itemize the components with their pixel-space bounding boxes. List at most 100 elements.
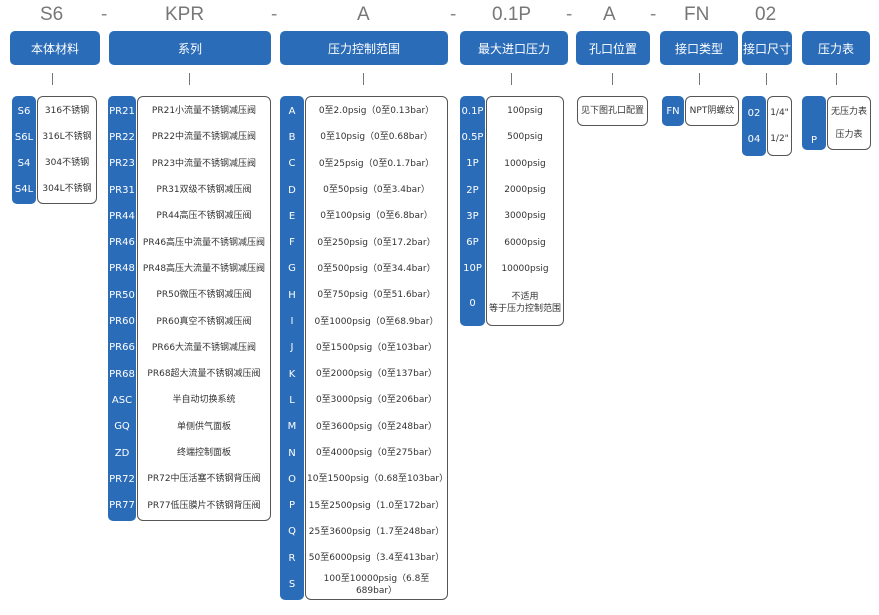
port_type-code-bar xyxy=(662,96,684,126)
port_size-desc: 1/2" xyxy=(770,134,789,144)
max_inlet-desc: 不适用 等于压力控制范围 xyxy=(488,292,561,315)
pressure_range-code[interactable]: R xyxy=(288,552,296,564)
series-desc: PR48高压大流量不锈钢减压阀 xyxy=(142,263,266,274)
gauge-desc-box xyxy=(827,96,871,150)
connector-tick xyxy=(699,73,700,85)
pressure_range-code[interactable]: G xyxy=(288,263,296,275)
pressure_range-code[interactable]: J xyxy=(290,342,294,354)
code-dash: - xyxy=(450,4,457,25)
series-code[interactable]: PR23 xyxy=(109,158,135,170)
max_inlet-desc: 6000psig xyxy=(504,237,546,248)
port_type-code[interactable]: FN xyxy=(666,105,680,117)
connector-tick xyxy=(52,73,53,85)
pressure_range-code[interactable]: F xyxy=(289,237,295,249)
max_inlet-code[interactable]: 0.1P xyxy=(461,105,484,117)
pressure_range-code[interactable]: I xyxy=(290,316,294,328)
pressure_range-code[interactable]: Q xyxy=(288,526,296,538)
pressure_range-desc: 0至1000psig（0至68.9bar） xyxy=(314,316,439,327)
series-desc: PR46高压中流量不锈钢减压阀 xyxy=(142,237,266,248)
code-porttype: FN xyxy=(684,4,710,25)
pressure_range-code[interactable]: S xyxy=(288,579,296,591)
series-code[interactable]: ASC xyxy=(111,394,133,406)
series-desc: PR68超大流量不锈钢减压阀 xyxy=(147,369,261,380)
material-code[interactable]: S6L xyxy=(14,131,34,143)
series-code[interactable]: PR50 xyxy=(109,289,135,301)
series-code[interactable]: GQ xyxy=(114,421,130,433)
max_inlet-code-bar xyxy=(460,96,485,327)
pressure_range-code[interactable]: L xyxy=(289,394,295,406)
port_size-desc-box xyxy=(767,96,792,156)
header-position: 孔口位置 xyxy=(576,31,650,65)
series-desc: PR77低压膜片不锈钢背压阀 xyxy=(147,500,261,511)
material-desc: 316不锈钢 xyxy=(44,106,90,116)
series-code[interactable]: PR31 xyxy=(109,184,135,196)
max_inlet-desc: 3000psig xyxy=(504,211,546,222)
connector-tick xyxy=(766,73,767,85)
port_size-code[interactable]: 02 xyxy=(747,107,761,119)
pressure_range-code[interactable]: D xyxy=(288,184,296,196)
material-code[interactable]: S4L xyxy=(14,183,34,195)
pressure_range-code[interactable]: H xyxy=(288,289,296,301)
max_inlet-desc: 1000psig xyxy=(504,158,546,169)
code-material: S6 xyxy=(40,4,64,25)
max_inlet-code[interactable]: 0.5P xyxy=(461,131,484,143)
series-code[interactable]: PR44 xyxy=(109,210,135,222)
max_inlet-code[interactable]: 10P xyxy=(463,263,482,275)
series-desc: PR66大流量不锈钢减压阀 xyxy=(151,342,257,353)
header-porttype: 接口类型 xyxy=(660,31,738,65)
pressure_range-desc: 0至3600psig（0至248bar） xyxy=(315,421,438,432)
max_inlet-code[interactable]: 6P xyxy=(466,237,479,249)
material-desc: 316L不锈钢 xyxy=(42,132,92,142)
material-code[interactable]: S4 xyxy=(17,157,31,169)
series-code[interactable]: PR77 xyxy=(109,500,135,512)
pressure_range-code[interactable]: C xyxy=(288,158,296,170)
port_size-code-bar xyxy=(742,96,766,156)
code-inlet: 0.1P xyxy=(492,4,532,25)
material-code[interactable]: S6 xyxy=(17,105,31,117)
series-desc: PR60真空不锈钢减压阀 xyxy=(156,316,252,327)
max_inlet-code[interactable]: 3P xyxy=(466,210,479,222)
series-code[interactable]: PR46 xyxy=(109,237,135,249)
material-code-bar xyxy=(12,96,36,204)
series-code[interactable]: PR60 xyxy=(109,316,135,328)
gauge-desc: 压力表 xyxy=(835,129,863,140)
series-code[interactable]: PR72 xyxy=(109,473,135,485)
code-dash: - xyxy=(101,4,108,25)
header-pressure: 压力控制范围 xyxy=(280,31,448,65)
connector-tick xyxy=(612,73,613,85)
series-code[interactable]: PR48 xyxy=(109,263,135,275)
pressure_range-code[interactable]: O xyxy=(288,473,296,485)
series-code[interactable]: PR21 xyxy=(109,105,135,117)
series-desc: PR23中流量不锈钢减压阀 xyxy=(151,158,257,169)
pressure_range-code[interactable]: K xyxy=(288,368,296,380)
max_inlet-code[interactable]: 0 xyxy=(469,297,476,309)
gauge-code[interactable]: P xyxy=(810,135,818,146)
series-desc: PR22中流量不锈钢减压阀 xyxy=(151,132,257,143)
series-code[interactable]: PR66 xyxy=(109,342,135,354)
pressure_range-desc: 0至50psig（0至3.4bar） xyxy=(323,185,430,196)
pressure_range-desc: 0至100psig（0至6.8bar） xyxy=(320,211,433,222)
max_inlet-code[interactable]: 2P xyxy=(466,184,479,196)
pressure_range-code[interactable]: P xyxy=(288,500,296,512)
connector-tick xyxy=(836,73,837,85)
max_inlet-code[interactable]: 1P xyxy=(466,158,479,170)
header-inlet: 最大进口压力 xyxy=(460,31,568,65)
port-position-desc: 见下图孔口配置 xyxy=(580,106,644,116)
series-desc: PR72中压活塞不锈钢背压阀 xyxy=(147,474,261,485)
series-code[interactable]: PR68 xyxy=(109,368,135,380)
series-desc: PR44高压不锈钢减压阀 xyxy=(156,211,252,222)
port_size-code[interactable]: 04 xyxy=(747,133,761,145)
pressure_range-code[interactable]: M xyxy=(287,421,297,433)
pressure_range-code[interactable]: B xyxy=(288,131,296,143)
pressure_range-desc: 0至2.0psig（0至0.13bar） xyxy=(318,106,435,117)
connector-tick xyxy=(363,73,364,85)
pressure_range-code[interactable]: E xyxy=(288,210,296,222)
pressure_range-code[interactable]: N xyxy=(288,447,296,459)
header-material: 本体材料 xyxy=(10,31,100,65)
pressure_range-desc-box xyxy=(305,96,448,600)
series-code[interactable]: PR22 xyxy=(109,131,135,143)
code-position: A xyxy=(603,4,616,25)
pressure_range-desc: 0至3000psig（0至206bar） xyxy=(315,395,438,406)
series-code[interactable]: ZD xyxy=(114,447,130,459)
pressure_range-code[interactable]: A xyxy=(288,105,296,117)
